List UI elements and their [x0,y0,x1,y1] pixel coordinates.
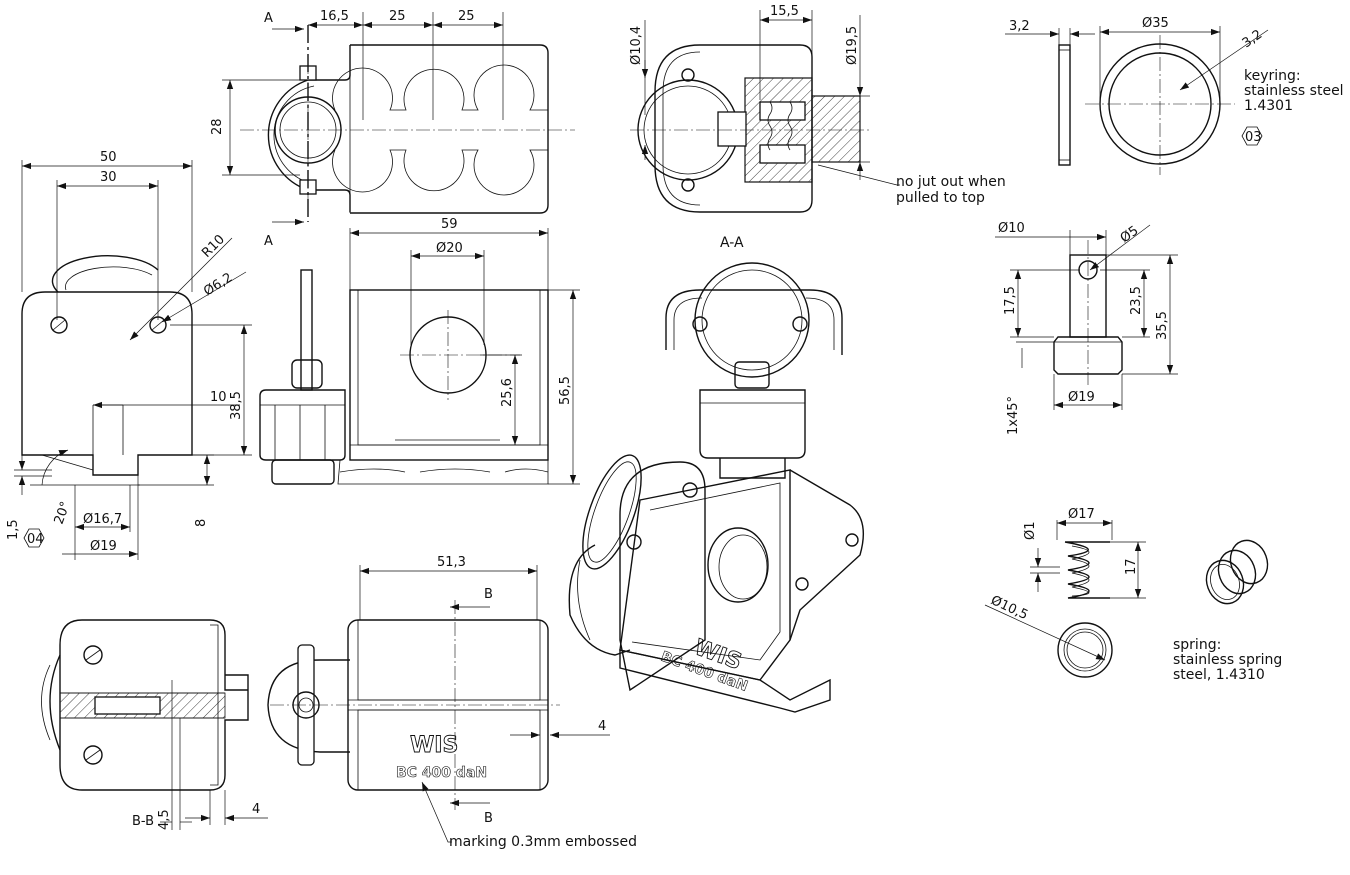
dim-23-5: 23,5 [1129,286,1144,315]
dim-15-5: 15,5 [770,4,799,19]
side-view: 50 30 R10 Ø6,2 38,5 10 1,5 20° 04 [6,150,252,560]
note-spring-line1: spring: [1173,637,1221,653]
marking-rating: BC 400 daN [396,765,487,781]
dim-dia-16-7: Ø16,7 [83,512,122,527]
dim-51-3: 51,3 [437,555,466,570]
dim-28: 28 [210,118,225,135]
dim-dia-19-5: Ø19,5 [845,26,860,65]
rear-view [665,262,843,479]
dim-10: 10 [210,390,227,405]
marking-brand: WIS [410,733,458,758]
dim-4-5: 4,5 [157,809,172,830]
note-marking: marking 0.3mm embossed [449,834,637,850]
dim-56-5: 56,5 [558,376,573,405]
section-title-aa: A-A [720,235,744,251]
dim-4: 4 [598,719,606,734]
note-keyring-line3: 1.4301 [1244,98,1293,114]
dim-50: 50 [100,150,117,165]
note-jut-line2: pulled to top [896,190,985,206]
dim-dia-5: Ø5 [1118,223,1142,246]
bottom-view: WIS BC 400 daN 51,3 B B 4 marking 0.3mm … [267,555,637,850]
section-label: A [264,11,273,26]
section-label: A [264,234,273,249]
note-jut-line1: no jut out when [896,174,1006,190]
dim-r10: R10 [199,232,228,261]
dim-25: 25 [389,9,406,24]
note-keyring-line2: stainless steel [1244,83,1344,99]
dim-3-2: 3,2 [1009,19,1030,34]
pin-detail: Ø10 Ø5 17,5 23,5 35,5 Ø19 1x45° [995,221,1178,435]
dim-16-5: 16,5 [320,9,349,24]
dim-dia-1: Ø1 [1023,521,1038,540]
dim-59: 59 [441,217,458,232]
dim-17-5: 17,5 [1003,286,1018,315]
dim-dia-35: Ø35 [1142,16,1169,31]
dim-30: 30 [100,170,117,185]
front-view: 59 Ø20 25,6 56,5 [259,217,580,485]
dim-dia-10: Ø10 [998,221,1025,236]
section-title-bb: B-B [132,814,154,829]
note-keyring-line1: keyring: [1244,68,1301,84]
balloon-03: 03 [1245,130,1262,145]
dim-dia-19: Ø19 [90,539,117,554]
section-label: B [484,587,493,602]
section-aa-view: Ø10,4 15,5 Ø19,5 A-A no jut out when pul… [629,4,1006,251]
dim-25-6: 25,6 [500,378,515,407]
section-label: B [484,811,493,826]
section-bb-view: 4,5 B-B 4 [41,619,268,830]
balloon-04: 04 [27,532,44,547]
keyring-detail: 3,2 Ø35 3,2 keyring: stainless steel 1.4… [1005,16,1344,175]
dim-dia-19-pin: Ø19 [1068,390,1095,405]
dim-dia-10-5: Ø10,5 [988,593,1030,623]
dim-dia-10-4: Ø10,4 [629,26,644,65]
isometric-view: WIS BC 400 daN [568,454,864,713]
dim-4-bb: 4 [252,802,260,817]
dim-8: 8 [194,519,209,527]
dim-17: 17 [1124,558,1139,575]
spring-detail: Ø17 Ø1 17 Ø10,5 spring: stainless spring… [984,507,1282,683]
dim-25: 25 [458,9,475,24]
dim-35-5: 35,5 [1155,311,1170,340]
note-spring-line2: stainless spring [1173,652,1282,668]
dim-angle-20: 20° [52,500,74,527]
dim-dia-20: Ø20 [436,241,463,256]
top-view: A A 16,5 25 25 28 [210,9,575,249]
dim-dia-17: Ø17 [1068,507,1095,522]
dim-3-2-ring: 3,2 [1240,27,1266,51]
note-spring-line3: steel, 1.4310 [1173,667,1265,683]
dim-1-5: 1,5 [6,519,21,540]
dim-38-5: 38,5 [229,391,244,420]
dim-dia-6-2: Ø6,2 [201,270,235,299]
dim-chamfer: 1x45° [1006,396,1021,435]
